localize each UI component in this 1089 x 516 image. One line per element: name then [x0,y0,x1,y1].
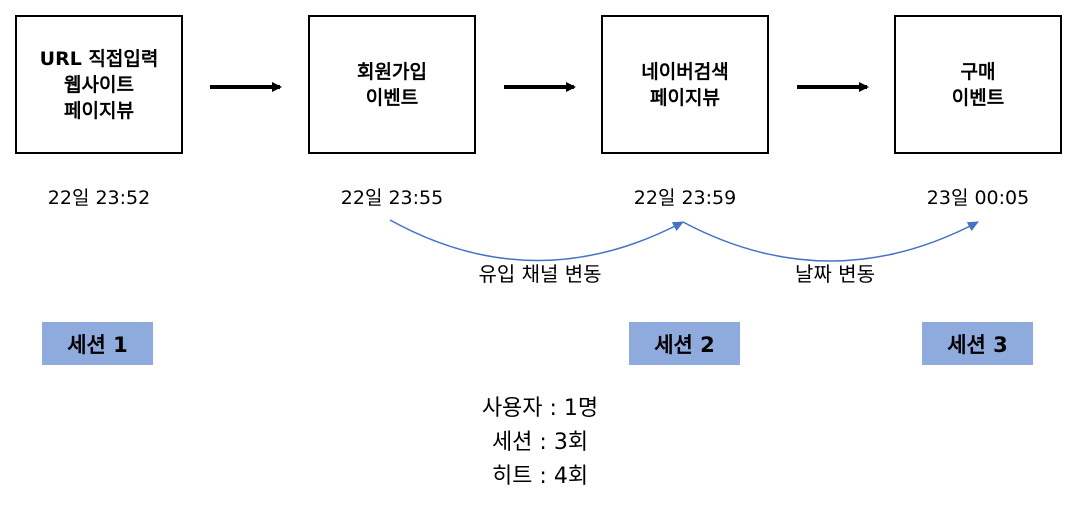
step-label-line: 네이버검색 [641,60,729,83]
step-label-line: 이벤트 [951,86,1005,109]
step-label-line: 웹사이트 [64,73,134,96]
step-label-line: URL 직접입력 [39,47,159,70]
step-label-line: 이벤트 [365,86,419,109]
summary-hits: 히트 : 4회 [491,464,589,489]
step-label-line: 페이지뷰 [64,99,134,122]
summary-sessions: 세션 : 3회 [491,430,589,455]
session-badge-3: 세션 3 [922,322,1033,365]
session-badge-1: 세션 1 [42,322,153,365]
step-box-url-pageview: URL 직접입력 웹사이트 페이지뷰 [15,15,183,154]
summary-block: 사용자 : 1명 세션 : 3회 히트 : 4회 [380,392,700,494]
step-box-purchase-event: 구매 이벤트 [894,15,1062,154]
summary-users: 사용자 : 1명 [481,396,599,421]
session-badge-2: 세션 2 [629,322,740,365]
step-box-naver-search-pageview: 네이버검색 페이지뷰 [601,15,769,154]
step-label-line: 구매 [960,60,996,83]
step-label-line: 회원가입 [357,60,427,83]
step-timestamp-2: 22일 23:55 [340,187,444,209]
date-change-label: 날짜 변동 [795,262,875,286]
step-timestamp-3: 22일 23:59 [633,187,737,209]
step-label-line: 페이지뷰 [650,86,720,109]
date-change-curve [682,221,979,262]
step-timestamp-1: 22일 23:52 [47,187,151,209]
step-box-signup-event: 회원가입 이벤트 [308,15,476,154]
channel-change-curve [389,219,684,262]
step-timestamp-4: 23일 00:05 [926,187,1030,209]
channel-change-label: 유입 채널 변동 [478,262,602,286]
